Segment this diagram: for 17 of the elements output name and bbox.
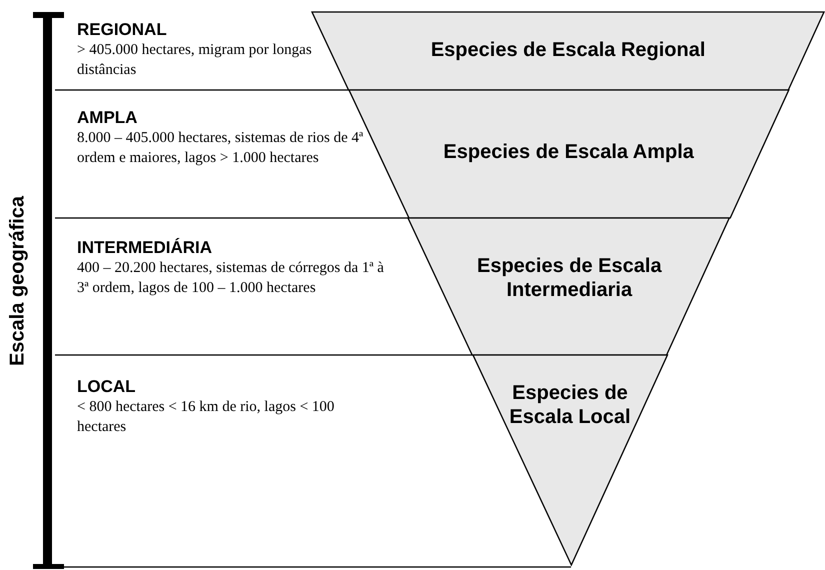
level-heading: REGIONAL <box>77 20 168 40</box>
band-label: Especies de Escala Local <box>508 381 632 429</box>
level-heading: INTERMEDIÁRIA <box>77 238 214 258</box>
level-description: 400 – 20.200 hectares, sistemas de córregos da 1ª à 3ª ordem, lagos de 100 – 1.000 hectares <box>77 259 385 298</box>
band-label: Especies de Escala Intermediaria <box>476 254 663 302</box>
funnel-band <box>472 355 668 565</box>
level-heading: AMPLA <box>77 108 138 128</box>
funnel-band <box>312 12 824 90</box>
level-description: 8.000 – 405.000 hectares, sistemas de rios de 4ª ordem e maiores, lagos > 1.000 hectares <box>77 129 364 168</box>
axis-label: Escala geográfica <box>6 196 30 366</box>
band-label: Especies de Escala Regional <box>430 38 706 62</box>
level-description: < 800 hectares < 16 km de rio, lagos < 100 hectares <box>77 398 336 437</box>
level-description: > 405.000 hectares, migram por longas distâncias <box>77 41 313 80</box>
level-heading: LOCAL <box>77 377 137 397</box>
funnel-band <box>408 218 730 355</box>
band-label: Especies de Escala Ampla <box>442 140 695 164</box>
funnel-band <box>348 90 788 218</box>
